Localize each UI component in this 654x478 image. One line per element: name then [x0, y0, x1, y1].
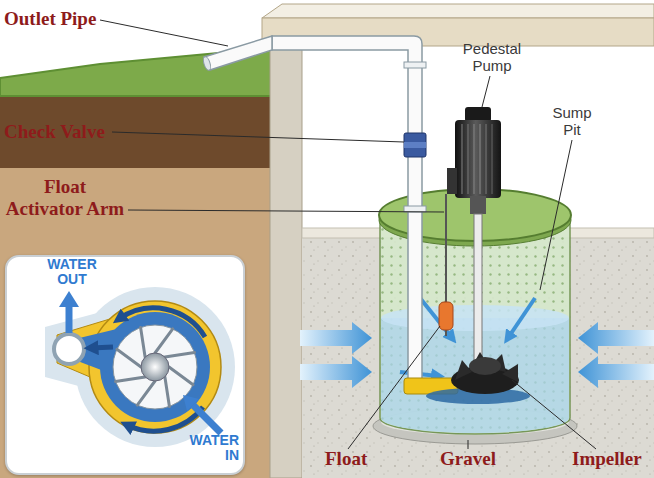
- seepage-arrow: [578, 322, 654, 354]
- buoy-symbol: [439, 302, 453, 330]
- motor-symbol: [447, 168, 457, 194]
- callout-label: Impeller: [572, 448, 642, 470]
- callout-label: Float Activator Arm: [4, 176, 126, 220]
- ground-soil: [0, 80, 272, 478]
- callout-label: Gravel: [440, 448, 496, 470]
- flow-arrow: [59, 291, 221, 433]
- rotor-detail: [137, 381, 155, 405]
- inset-caption: WATER OUT: [41, 257, 103, 287]
- seepage-arrow: [300, 356, 372, 388]
- leader-line: [100, 20, 228, 46]
- motor-symbol: [455, 120, 501, 198]
- valve-symbol: [404, 133, 426, 157]
- motor-symbol: [485, 124, 487, 194]
- foundation-wall: [270, 44, 302, 478]
- flow-arrow: [193, 405, 221, 433]
- outlet-port: [54, 334, 84, 364]
- leader-line: [540, 140, 572, 290]
- rotor-detail: [165, 353, 195, 358]
- leader-line: [482, 76, 490, 107]
- discharge-pipe: [404, 206, 426, 212]
- motor-symbol: [447, 107, 501, 214]
- swirl-arrow: [91, 308, 205, 431]
- pump-column: [474, 214, 482, 364]
- seepage-arrow: [578, 356, 654, 388]
- foundation-wall: [270, 44, 302, 478]
- floor-slab: [262, 4, 654, 18]
- flow-arrow: [66, 305, 73, 333]
- callout-label: Check Valve: [4, 121, 105, 143]
- leader-line: [112, 132, 404, 142]
- ground-soil: [0, 94, 272, 168]
- motor-symbol: [465, 107, 491, 122]
- flow-arrow: [59, 291, 79, 307]
- swirl-arrow: [119, 308, 205, 337]
- swirl-arrow: [91, 347, 113, 348]
- outlet-port: [54, 334, 84, 364]
- valve-symbol: [404, 142, 426, 148]
- flow-arrow: [183, 395, 199, 411]
- rotor-detail: [116, 328, 195, 407]
- motor-symbol: [470, 196, 486, 214]
- leader-line: [468, 440, 469, 449]
- callout-label: Outlet Pipe: [4, 8, 96, 30]
- seepage-arrow: [508, 298, 535, 338]
- motor-symbol: [479, 124, 481, 194]
- callout-label: Sump Pit: [545, 104, 599, 138]
- discharge-pipe: [404, 62, 426, 68]
- rotor-detail: [117, 349, 141, 367]
- valve-symbol: [404, 133, 426, 157]
- rotor-detail: [169, 367, 193, 385]
- buoy-symbol: [439, 194, 453, 336]
- callout-label: Float: [325, 448, 367, 470]
- rotor-detail: [155, 329, 173, 353]
- leader-line: [512, 380, 596, 449]
- motor-symbol: [461, 124, 463, 194]
- inset-caption: WATER IN: [177, 433, 239, 463]
- rotor-symbol: [502, 364, 518, 382]
- pump-column: [474, 214, 482, 364]
- motor-symbol: [467, 124, 469, 194]
- rotor-detail: [165, 377, 170, 407]
- inset-box: WATER OUT WATER IN: [5, 255, 245, 475]
- leader-line: [128, 210, 444, 212]
- rotor-symbol: [469, 357, 501, 375]
- leader-line: [100, 20, 596, 449]
- discharge-pipe: [202, 56, 212, 71]
- rotor-detail: [116, 377, 146, 382]
- callout-label: Pedestal Pump: [448, 40, 536, 74]
- volute-casing: [45, 287, 235, 447]
- leader-line: [348, 326, 440, 449]
- rotor-symbol: [455, 360, 472, 380]
- rotor-detail: [141, 353, 169, 381]
- motor-symbol: [491, 124, 493, 194]
- ground-soil: [0, 48, 272, 478]
- rotor-symbol: [451, 352, 519, 394]
- swirl-arrow: [127, 407, 203, 431]
- rotor-detail: [141, 328, 146, 358]
- discharge-pipe: [204, 36, 272, 70]
- motor-symbol: [473, 124, 475, 194]
- seepage-arrow: [300, 322, 372, 354]
